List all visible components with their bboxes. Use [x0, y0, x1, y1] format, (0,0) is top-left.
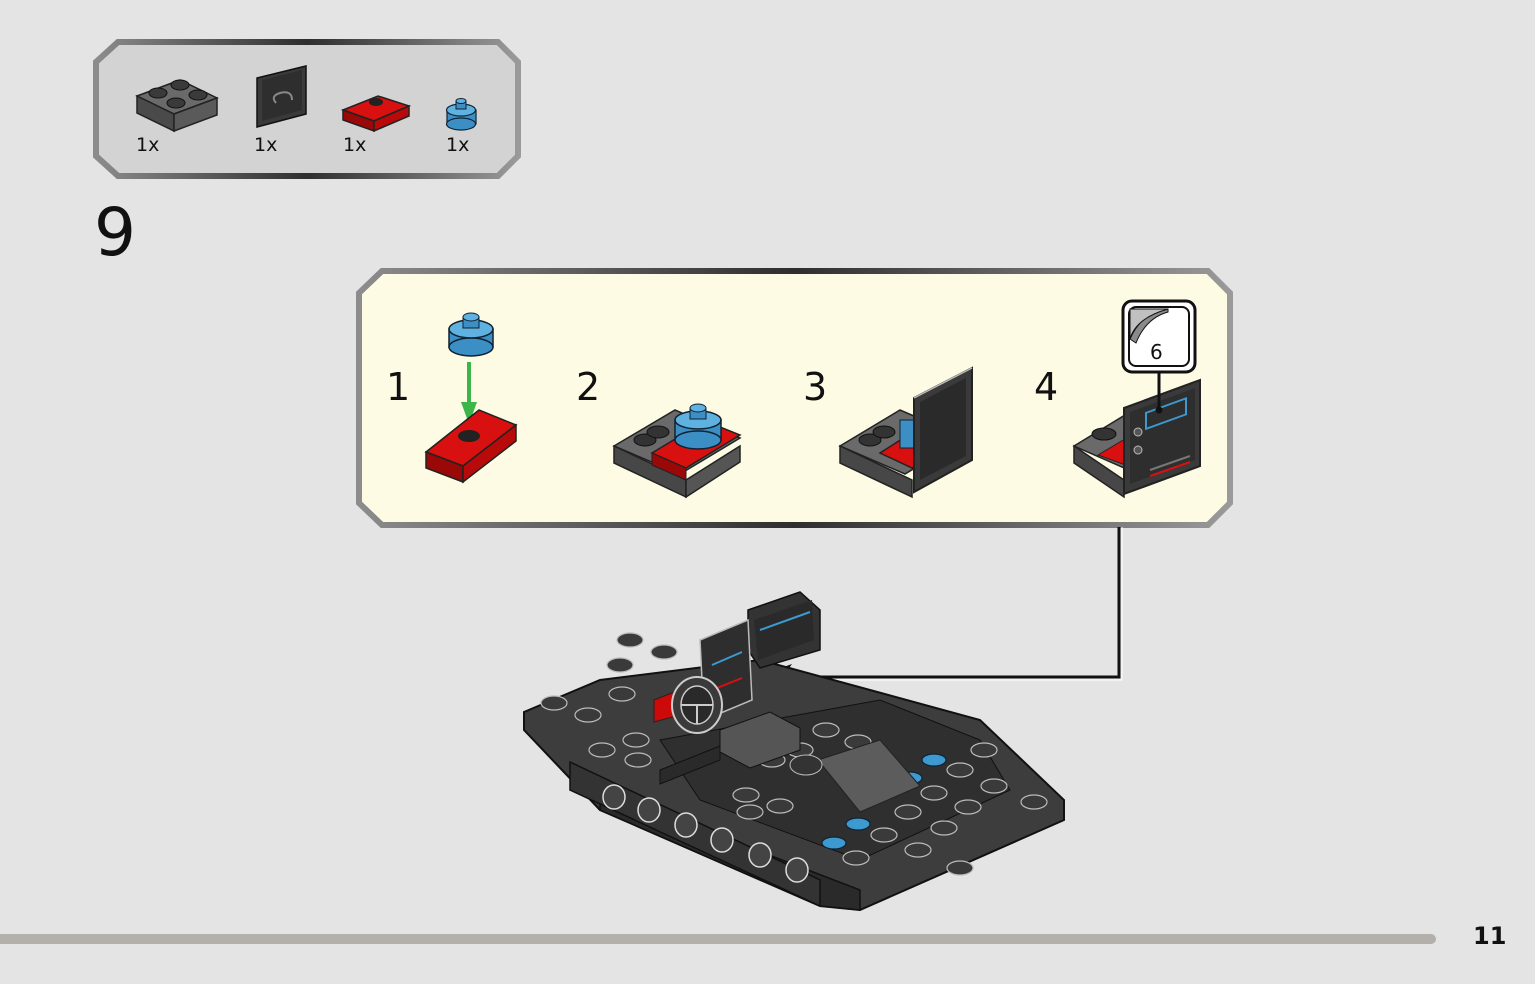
substep-3-drawing	[838, 366, 973, 499]
page-number: 11	[1473, 922, 1507, 950]
part-quantity: 1x	[136, 134, 160, 156]
part-blue-round-plate-icon	[445, 98, 477, 131]
progress-bar	[0, 934, 1436, 944]
part-quantity: 1x	[446, 134, 470, 156]
substep-4-drawing	[1072, 372, 1201, 499]
substep-number: 3	[803, 365, 828, 409]
substep-number: 1	[386, 365, 411, 409]
part-quantity: 1x	[343, 134, 367, 156]
parts-list-box	[93, 39, 521, 179]
part-black-tile-icon	[256, 65, 307, 128]
substep-number: 4	[1034, 365, 1059, 409]
sticker-callout	[1121, 299, 1197, 374]
substep-number: 2	[576, 365, 601, 409]
part-red-jumper-plate-icon	[340, 95, 412, 133]
sticker-number: 6	[1150, 340, 1163, 364]
main-model-drawing	[523, 591, 1065, 912]
substep-panel	[356, 268, 1233, 528]
step-number: 9	[94, 194, 136, 271]
part-quantity: 1x	[254, 134, 278, 156]
steering-wheel-icon	[671, 676, 723, 734]
part-dark-gray-plate-icon	[135, 79, 219, 133]
substep-2-drawing	[612, 403, 742, 499]
substep-1-drawing	[424, 312, 518, 484]
